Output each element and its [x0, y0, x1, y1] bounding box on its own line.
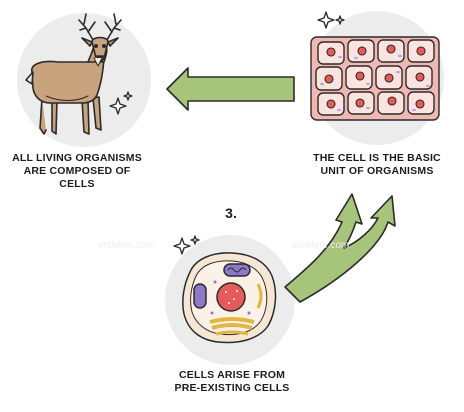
arrow-left: [166, 67, 295, 111]
sparkle-icon: [109, 91, 133, 115]
tissue-cells-illustration: [310, 36, 440, 121]
arrow-branching: [284, 193, 396, 303]
caption-line: THE CELL IS THE BASIC: [313, 152, 441, 164]
caption-line: ARE COMPOSED OF: [23, 165, 131, 177]
caption-all-organisms: ALL LIVING ORGANISMS ARE COMPOSED OF CEL…: [2, 152, 152, 191]
caption-pre-existing-cells: CELLS ARISE FROM PRE-EXISTING CELLS: [152, 369, 312, 395]
watermark: ercMine.com: [292, 240, 350, 251]
caption-basic-unit: THE CELL IS THE BASIC UNIT OF ORGANISMS: [292, 152, 462, 178]
watermark: ercMine.com: [98, 240, 156, 251]
animal-cell-illustration: [182, 252, 277, 344]
deer-illustration: [25, 13, 122, 135]
caption-line: CELLS: [59, 178, 95, 190]
sparkle-icon: [317, 11, 345, 29]
principle-number: 3.: [225, 205, 237, 221]
sparkle-icon: [173, 235, 200, 255]
caption-line: ALL LIVING ORGANISMS: [12, 152, 142, 164]
caption-line: PRE-EXISTING CELLS: [174, 382, 290, 394]
caption-line: UNIT OF ORGANISMS: [320, 165, 434, 177]
caption-line: CELLS ARISE FROM: [178, 369, 286, 381]
